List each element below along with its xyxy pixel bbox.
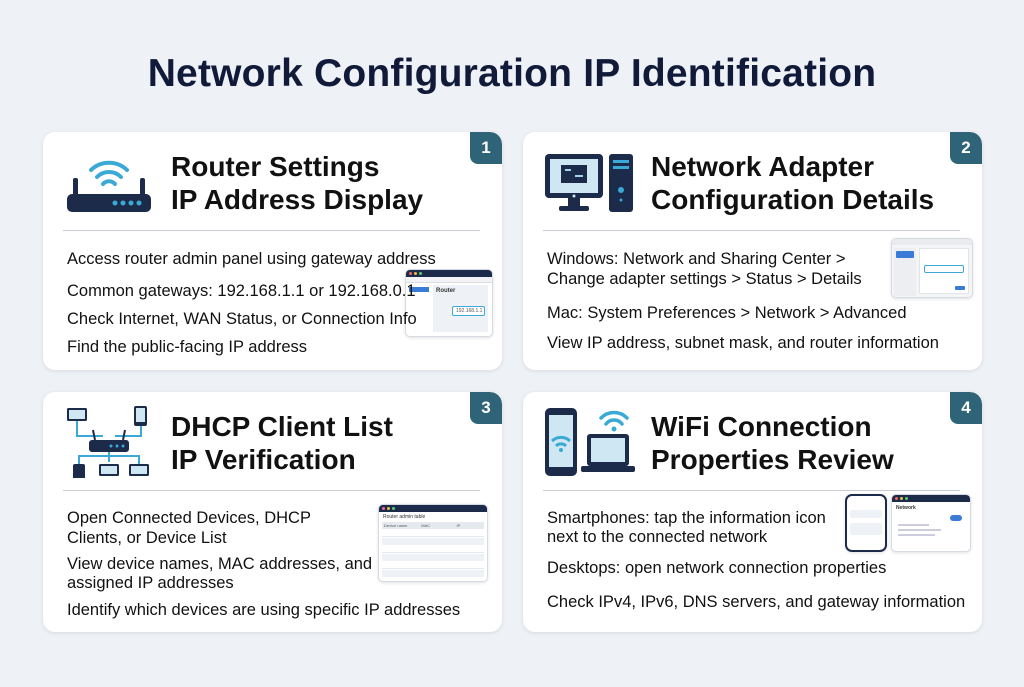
instruction-text: Change adapter settings > Status > Detai… <box>547 270 862 288</box>
step-badge: 4 <box>950 392 982 424</box>
instruction-text: Identify which devices are using specifi… <box>67 601 461 619</box>
network-devices-icon <box>67 406 149 478</box>
instruction-text: Mac: System Preferences > Network > Adva… <box>547 304 907 322</box>
wifi-router-icon <box>67 160 151 212</box>
instruction-text: Access router admin panel using gateway … <box>67 250 436 268</box>
phone-laptop-wifi-icon <box>545 408 635 476</box>
page-title: Network Configuration IP Identification <box>147 52 877 95</box>
instruction-text: View IP address, subnet mask, and router… <box>547 334 939 352</box>
instruction-text: Smartphones: tap the information icon <box>547 509 826 527</box>
instruction-text: Check Internet, WAN Status, or Connectio… <box>67 310 417 328</box>
instruction-text: Common gateways: 192.168.1.1 or 192.168.… <box>67 282 416 300</box>
divider <box>63 230 480 231</box>
divider <box>63 490 480 491</box>
instruction-text: Windows: Network and Sharing Center > <box>547 250 846 268</box>
instruction-text: Find the public-facing IP address <box>67 338 307 356</box>
divider <box>543 230 960 231</box>
instruction-text: View device names, MAC addresses, and <box>67 555 373 573</box>
instruction-text: assigned IP addresses <box>67 574 234 592</box>
instruction-text: next to the connected network <box>547 528 768 546</box>
phone-settings-screenshot <box>845 494 887 552</box>
step-badge: 3 <box>470 392 502 424</box>
step-badge: 2 <box>950 132 982 164</box>
desktop-network-screenshot: Network <box>891 494 971 552</box>
desktop-computer-network-card-icon <box>545 154 633 212</box>
instruction-text: Clients, or Device List <box>67 529 227 547</box>
divider <box>543 490 960 491</box>
instruction-text: Check IPv4, IPv6, DNS servers, and gatew… <box>547 593 966 611</box>
router-admin-screenshot: Router 192.168.1.1 <box>405 269 493 337</box>
adapter-details-screenshot <box>891 238 973 298</box>
instruction-text: Desktops: open network connection proper… <box>547 559 887 577</box>
instruction-text: Open Connected Devices, DHCP <box>67 509 311 527</box>
step-badge: 1 <box>470 132 502 164</box>
